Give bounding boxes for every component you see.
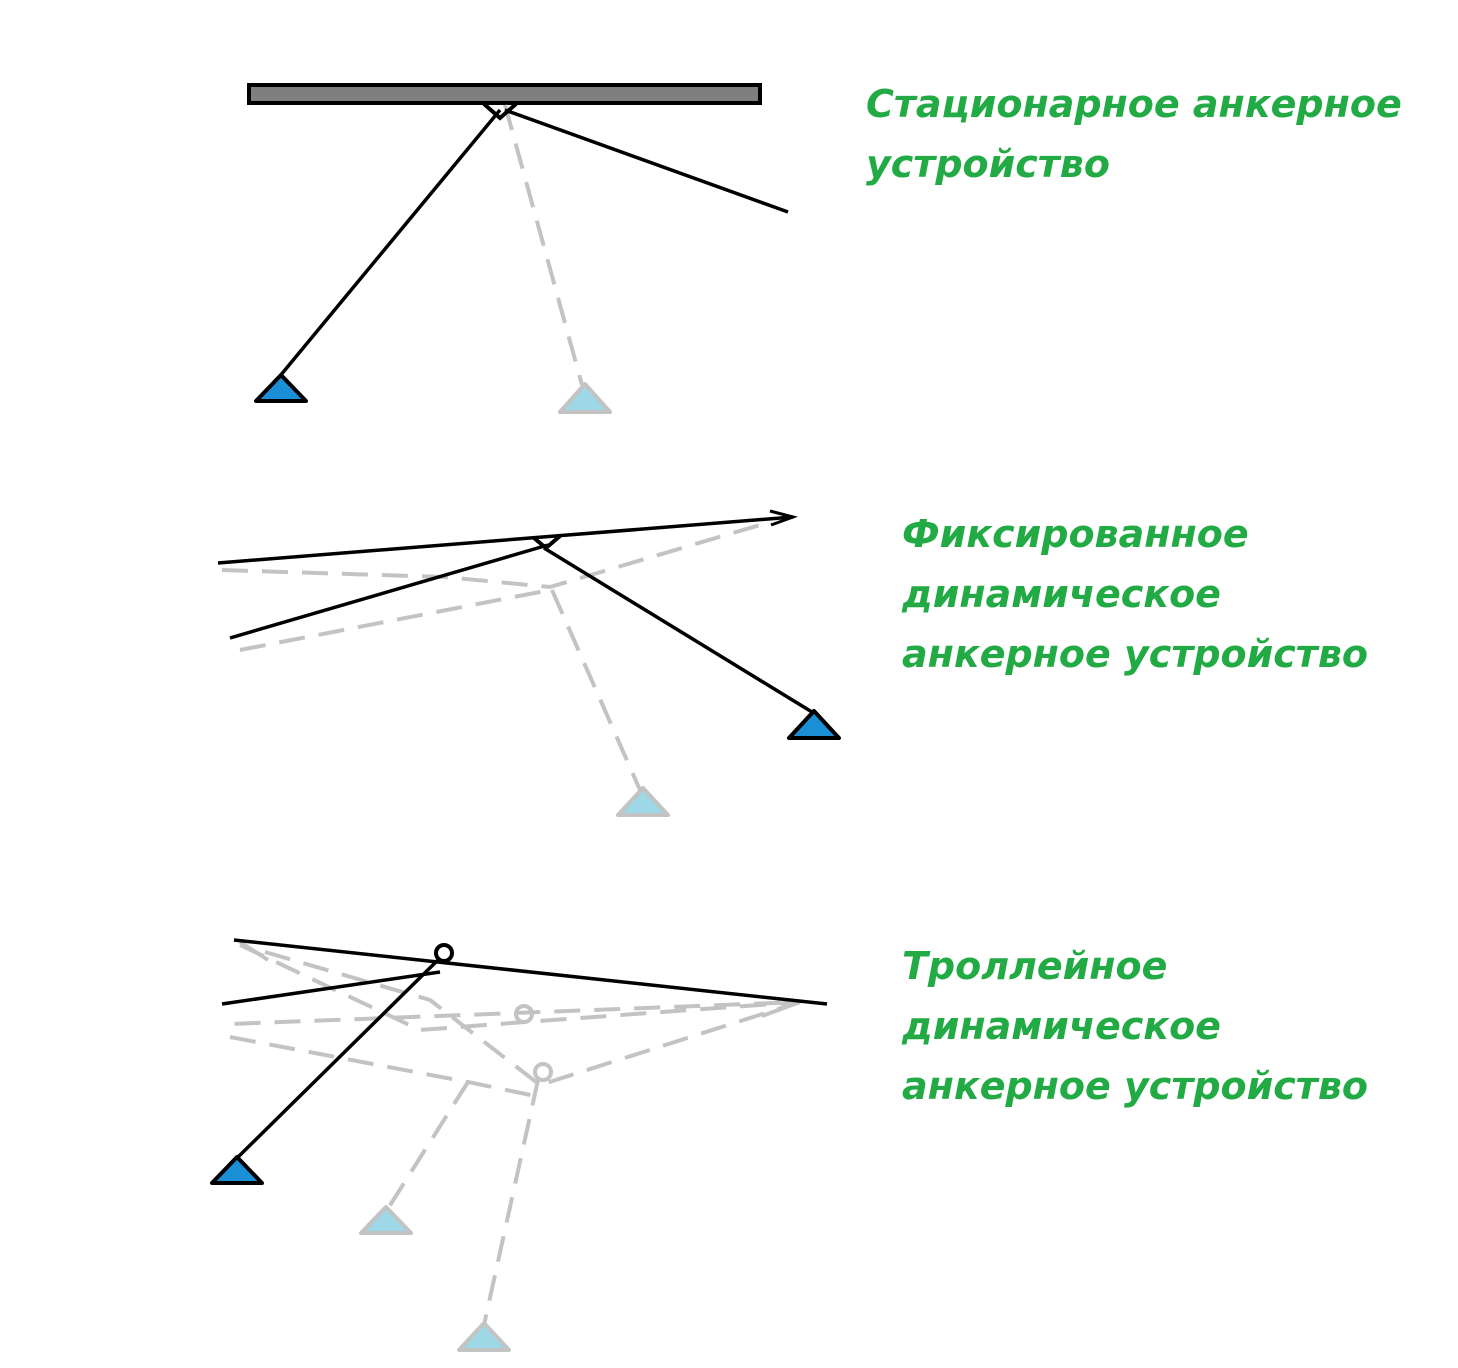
ghost-lifeline-3 (229, 1035, 541, 1099)
ghost-lifeline (221, 520, 771, 590)
label-line: анкерное устройство (902, 632, 1368, 676)
lifeline (504, 108, 789, 214)
ghost-worker-anchor-icon (616, 786, 670, 817)
lifeline-return (221, 970, 441, 1006)
lifeline-arrowhead (769, 509, 799, 527)
anchor-point-hook (482, 102, 518, 121)
ghost-lanyard (550, 589, 642, 791)
label-line: динамическое (902, 572, 1221, 616)
stationary-anchor-diagram (247, 83, 789, 414)
label-line: Фиксированное (902, 512, 1249, 556)
ghost-lifeline-return (239, 588, 551, 652)
trolley-icon (434, 943, 454, 963)
lanyard-line (543, 546, 813, 714)
overhead-beam (247, 83, 762, 105)
fixed-dynamic-anchor-diagram (217, 509, 841, 817)
worker-anchor-icon (787, 709, 841, 740)
label-line: устройство (866, 142, 1110, 186)
label-line: Троллейное (902, 944, 1168, 988)
label-line: Стационарное анкерное (866, 82, 1402, 126)
lifeline-return (229, 543, 549, 640)
lanyard-line (278, 108, 502, 378)
ghost-lanyard (503, 104, 584, 386)
ghost-worker-anchor-icon (558, 382, 612, 414)
ghost-worker-anchor-icon-1 (359, 1205, 413, 1235)
trolley-dynamic-anchor-label: Троллейное динамическое анкерное устройс… (902, 936, 1368, 1116)
worker-anchor-icon (210, 1155, 264, 1185)
ghost-trolley-icon-2 (533, 1062, 553, 1082)
label-line: анкерное устройство (902, 1064, 1368, 1108)
trolley-dynamic-anchor-diagram (210, 938, 828, 1352)
ghost-trolley-pulley-2 (761, 1000, 801, 1018)
worker-anchor-icon (254, 373, 308, 403)
ghost-lifeline-2 (264, 950, 801, 1088)
ghost-trolley-tip (238, 940, 270, 962)
stationary-anchor-label: Стационарное анкерное устройство (866, 74, 1402, 194)
ghost-lanyard-2 (482, 1079, 540, 1326)
label-line: динамическое (902, 1004, 1221, 1048)
lifeline (217, 515, 794, 565)
lifeline (233, 938, 828, 1006)
ghost-trolley-icon-1 (514, 1004, 534, 1024)
ghost-lanyard-1 (385, 1080, 470, 1212)
lanyard-line (233, 956, 442, 1162)
ghost-worker-anchor-icon-2 (457, 1321, 511, 1352)
fixed-dynamic-anchor-label: Фиксированное динамическое анкерное устр… (902, 504, 1368, 684)
